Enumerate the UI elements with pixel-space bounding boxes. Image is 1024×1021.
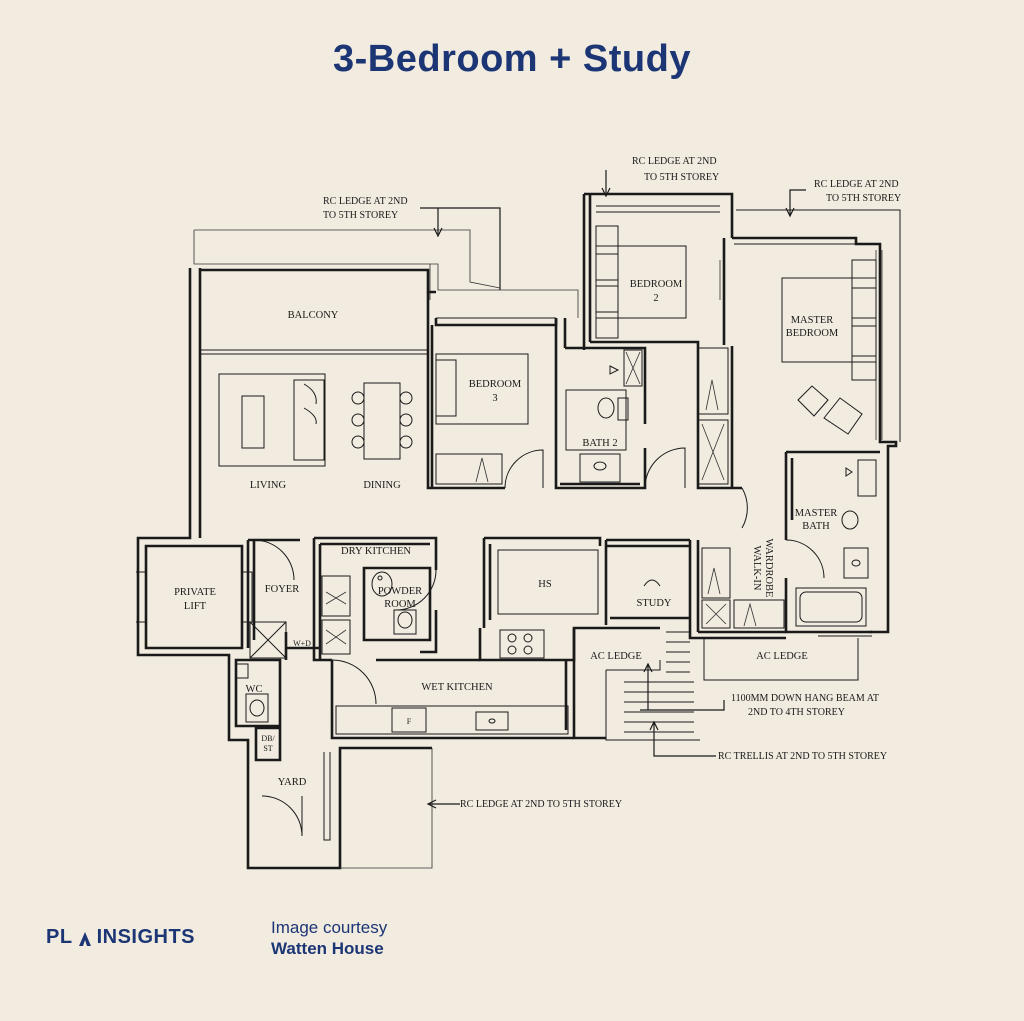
note-rc-trellis: RC TRELLIS AT 2ND TO 5TH STOREY bbox=[718, 751, 887, 762]
credit-source: Watten House bbox=[271, 939, 384, 958]
label-wet-kitchen: WET KITCHEN bbox=[421, 682, 493, 693]
label-db-st-b: ST bbox=[263, 744, 272, 753]
label-master-bedroom-b: BEDROOM bbox=[786, 328, 839, 339]
dining-table bbox=[363, 382, 401, 460]
credit-line: Image courtesy bbox=[271, 918, 388, 937]
walls bbox=[136, 192, 901, 870]
label-master-bath-a: MASTER bbox=[795, 508, 838, 519]
logo-right-text: INSIGHTS bbox=[96, 926, 196, 948]
note-down-hang-beam-b: 2ND TO 4TH STOREY bbox=[748, 707, 845, 718]
label-ac-ledge-left: AC LEDGE bbox=[590, 651, 642, 662]
label-bedroom-2-b: 2 bbox=[653, 293, 658, 304]
note-down-hang-beam-a: 1100MM DOWN HANG BEAM AT bbox=[731, 693, 879, 704]
label-bedroom-2-a: BEDROOM bbox=[630, 279, 683, 290]
label-walk-in-a: WALK-IN bbox=[751, 546, 762, 591]
label-powder-room-a: POWDER bbox=[378, 586, 422, 597]
coffee-table bbox=[241, 395, 265, 449]
label-foyer: FOYER bbox=[265, 584, 299, 595]
label-living: LIVING bbox=[250, 480, 287, 491]
label-master-bedroom-a: MASTER bbox=[791, 315, 834, 326]
annotations: RC LEDGE AT 2ND TO 5TH STOREY RC LEDGE A… bbox=[323, 156, 901, 810]
room-labels: BALCONY BEDROOM 2 BEDROOM 3 MASTER BEDRO… bbox=[174, 279, 839, 788]
wardrobe-3 bbox=[435, 453, 503, 485]
furniture bbox=[218, 225, 877, 733]
label-study: STUDY bbox=[636, 598, 671, 609]
label-powder-room-b: ROOM bbox=[384, 599, 416, 610]
note-rc-ledge-top-left-b: TO 5TH STOREY bbox=[323, 210, 398, 221]
note-rc-ledge-top-mid-a: RC LEDGE AT 2ND bbox=[632, 156, 717, 167]
label-dry-kitchen: DRY KITCHEN bbox=[341, 546, 411, 557]
annotation-arrows bbox=[420, 170, 806, 809]
label-bedroom-3-a: BEDROOM bbox=[469, 379, 522, 390]
note-rc-ledge-top-left-a: RC LEDGE AT 2ND bbox=[323, 196, 408, 207]
note-rc-ledge-bottom: RC LEDGE AT 2ND TO 5TH STOREY bbox=[460, 799, 622, 810]
label-bath-2: BATH 2 bbox=[582, 438, 617, 449]
label-bedroom-3-b: 3 bbox=[492, 393, 497, 404]
label-ac-ledge-right: AC LEDGE bbox=[756, 651, 808, 662]
logo-mark-icon bbox=[78, 931, 91, 946]
pl-insights-logo: PL INSIGHTS bbox=[46, 926, 195, 949]
label-w-d: W+D bbox=[293, 639, 311, 648]
note-rc-ledge-top-right-a: RC LEDGE AT 2ND bbox=[814, 179, 899, 190]
door-swings bbox=[253, 447, 825, 837]
image-credit: Image courtesy Watten House bbox=[271, 917, 387, 959]
label-dining: DINING bbox=[363, 480, 401, 491]
label-private-lift-b: LIFT bbox=[184, 601, 207, 612]
sofa bbox=[293, 379, 325, 461]
label-yard: YARD bbox=[278, 777, 307, 788]
label-hs: HS bbox=[538, 579, 552, 590]
label-master-bath-b: BATH bbox=[802, 521, 830, 532]
page-title: 3-Bedroom + Study bbox=[333, 38, 691, 80]
label-balcony: BALCONY bbox=[288, 310, 339, 321]
note-rc-ledge-top-right-b: TO 5TH STOREY bbox=[826, 193, 901, 204]
label-private-lift-a: PRIVATE bbox=[174, 587, 216, 598]
note-rc-ledge-top-mid-b: TO 5TH STOREY bbox=[644, 172, 719, 183]
label-db-st-a: DB/ bbox=[261, 734, 275, 743]
label-walk-in-b: WARDROBE bbox=[763, 539, 774, 598]
label-wc: WC bbox=[246, 684, 263, 695]
logo-left-text: PL bbox=[46, 926, 73, 948]
ac-ledge-grille bbox=[624, 631, 694, 733]
label-fridge: F bbox=[407, 717, 412, 726]
living-rug bbox=[218, 373, 326, 467]
